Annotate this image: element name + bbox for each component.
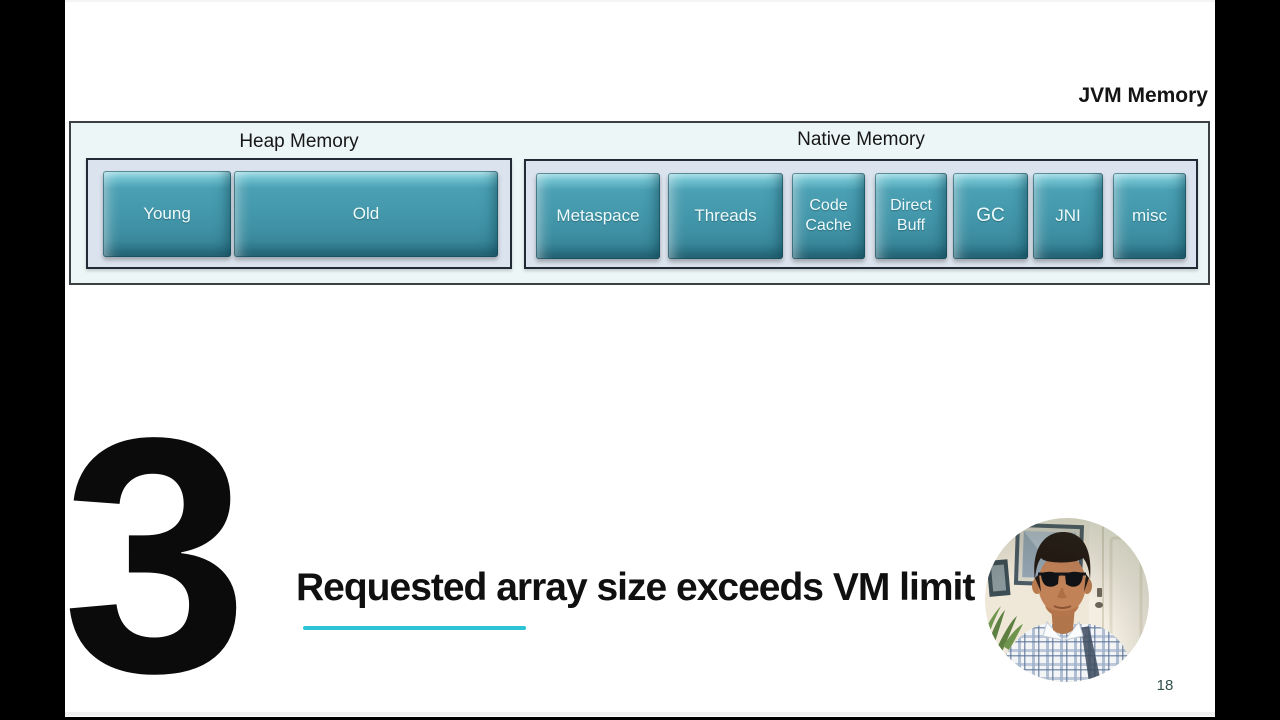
headline-text: Requested array size exceeds VM limit [296, 566, 975, 609]
memory-block-label: Direct Buff [890, 197, 932, 234]
memory-block-label: Young [143, 204, 191, 224]
memory-block-label: Code Cache [805, 197, 852, 234]
page-number: 18 [1156, 677, 1174, 694]
letterbox-left [0, 0, 65, 720]
webcam-overlay [985, 518, 1149, 682]
bottom-faint-line [65, 712, 1215, 716]
memory-block-gc: GC [953, 173, 1028, 259]
memory-block-code-cache: Code Cache [792, 173, 865, 259]
memory-block-old: Old [234, 171, 498, 257]
memory-block-jni: JNI [1033, 173, 1103, 259]
memory-block-label: Old [352, 204, 380, 224]
memory-block-misc: misc [1113, 173, 1186, 259]
memory-block-metaspace: Metaspace [536, 173, 660, 259]
memory-block-label: Metaspace [556, 206, 640, 226]
bottom-edge-line [0, 717, 1280, 720]
memory-block-label: GC [976, 205, 1005, 227]
big-number: 3 [62, 368, 249, 720]
slide-title: JVM Memory [1078, 84, 1208, 107]
top-edge-line [65, 0, 1215, 2]
headline-underline [303, 626, 526, 630]
memory-block-threads: Threads [668, 173, 783, 259]
letterbox-right [1215, 0, 1280, 720]
memory-block-label: misc [1132, 206, 1167, 226]
heap-memory-label: Heap Memory [239, 131, 359, 152]
memory-block-label: Threads [694, 206, 757, 226]
memory-block-direct-buff: Direct Buff [875, 173, 947, 259]
memory-block-label: JNI [1055, 206, 1081, 226]
memory-block-young: Young [103, 171, 231, 257]
presenter-illustration [985, 518, 1149, 682]
native-memory-label: Native Memory [797, 129, 925, 150]
